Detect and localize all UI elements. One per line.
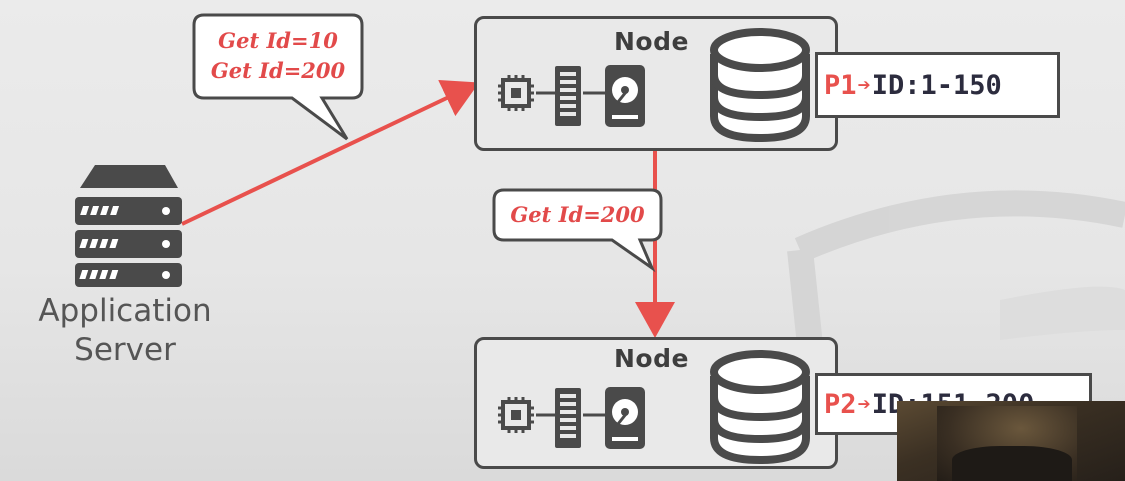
partition-1-label: P1➔ID:1-150 [815,52,1060,118]
cpu-icon [498,75,534,111]
partition-2-arrow-icon: ➔ [857,391,871,417]
request-bubble-line1: Get Id=10 [218,28,338,53]
node-2-title: Node [614,344,689,373]
partition-2-name: P2 [824,388,857,420]
webcam-overlay [897,401,1125,481]
forward-bubble-text: Get Id=200 [510,202,645,227]
request-bubble-line2: Get Id=200 [210,58,346,83]
partition-1-range: ID:1-150 [871,69,1002,101]
forward-bubble-shape [492,188,663,273]
cpu-icon [498,397,534,433]
partition-1-name: P1 [824,69,857,101]
hard-disk-icon [605,387,645,449]
app-server-label-line1: Application [38,293,212,329]
memory-icon [555,66,581,126]
memory-icon [555,388,581,448]
app-server-label-line2: Server [74,332,176,368]
hard-disk-icon [605,65,645,127]
database-icon [710,350,810,465]
partition-1-arrow-icon: ➔ [857,72,871,98]
request-arrow [181,79,480,226]
request-bubble-shape [192,13,364,141]
node-1-title: Node [614,27,689,56]
database-icon [710,28,810,143]
